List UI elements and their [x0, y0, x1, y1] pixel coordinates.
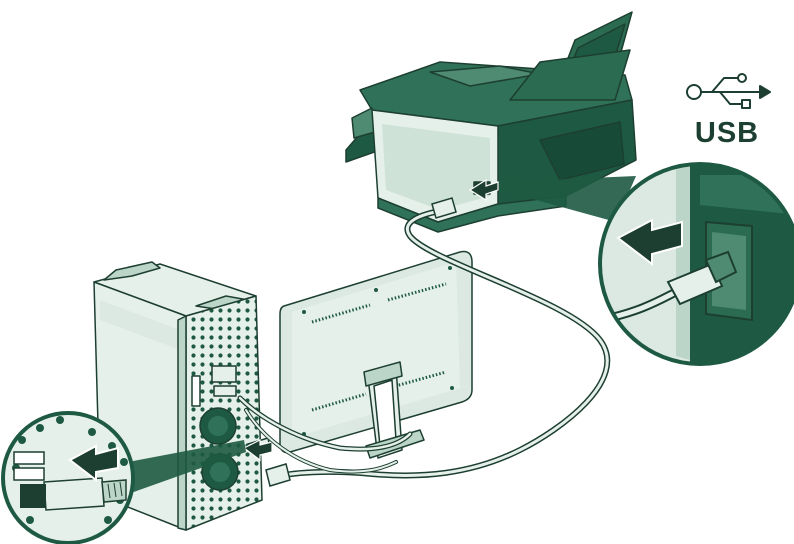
usb-trident-icon: [687, 74, 770, 108]
usb-label: USB: [689, 119, 765, 148]
monitor: [280, 251, 472, 458]
